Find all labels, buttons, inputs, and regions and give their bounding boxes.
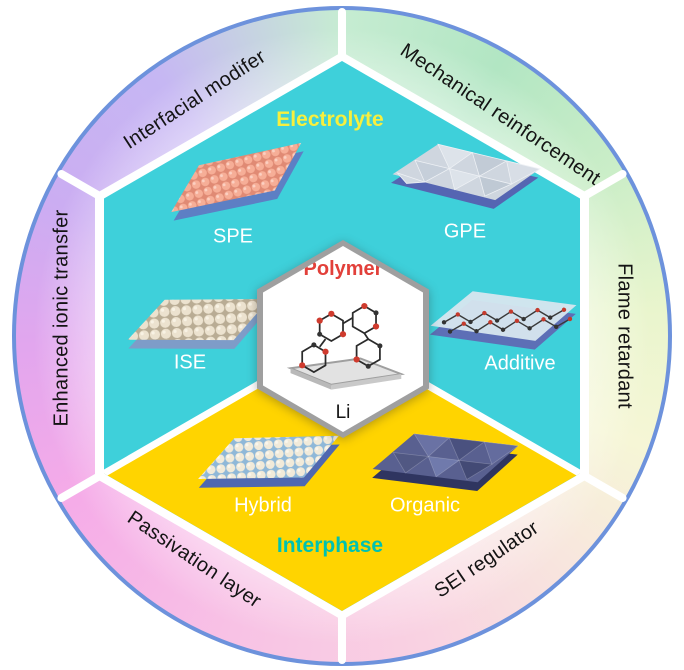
organic-label: Organic — [389, 494, 461, 517]
polymer-title: Polymer — [303, 258, 383, 280]
ring-label-enhanced-ionic-transfer: Enhanced ionic transfer — [50, 209, 73, 427]
gpe-label: GPE — [443, 220, 487, 243]
spe-label: SPE — [212, 225, 254, 248]
spe-illustration — [146, 119, 329, 249]
ise-illustration — [113, 276, 284, 375]
lithium-substrate-label: Li — [335, 402, 351, 423]
electrolyte-zone-label: Electrolyte — [276, 108, 384, 131]
ring-label-flame-retardant: Flame retardant — [613, 263, 636, 409]
organic-illustration — [360, 416, 529, 513]
polymer-molecule-illustration — [286, 302, 406, 390]
additive-label: Additive — [484, 352, 556, 375]
ise-label: ISE — [173, 351, 207, 374]
ring-divider-top — [338, 8, 346, 82]
center-hexagon: Polymer — [257, 240, 429, 438]
hybrid-label: Hybrid — [234, 494, 292, 517]
additive-illustration — [417, 272, 588, 371]
interphase-zone-label: Interphase — [276, 534, 384, 557]
gpe-illustration — [376, 120, 554, 235]
hybrid-illustration — [182, 413, 354, 515]
